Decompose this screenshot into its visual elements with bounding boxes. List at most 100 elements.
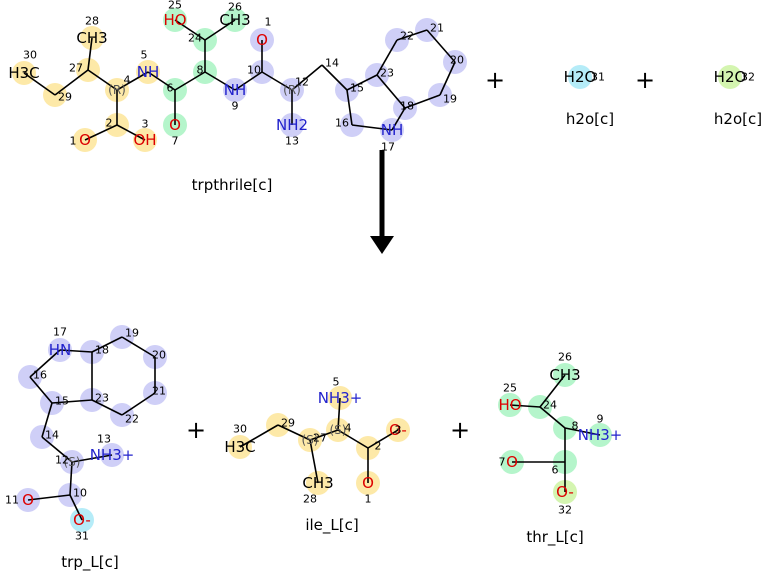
atom-number: 27 — [313, 432, 327, 445]
bond — [346, 89, 353, 126]
atom-number: 1 — [365, 493, 372, 506]
atom-number: 16 — [335, 117, 349, 130]
atom-number: 6 — [552, 464, 559, 477]
bond — [204, 71, 236, 91]
bond — [54, 69, 89, 96]
bond — [261, 71, 293, 91]
bond — [59, 349, 93, 353]
atom-label: H2O — [714, 68, 747, 86]
atom-number: 11 — [5, 494, 19, 507]
atom-number: 21 — [430, 22, 444, 35]
atom-number: 3 — [142, 118, 149, 131]
bond — [69, 461, 73, 496]
atom-number: 1 — [265, 16, 272, 29]
atom-label: NH — [137, 63, 160, 81]
atom-number: 10 — [73, 487, 87, 500]
molecule-name-trp-l: trp_L[c] — [61, 553, 118, 572]
atom-number: 22 — [125, 413, 139, 426]
bond — [87, 69, 118, 91]
bond — [391, 107, 406, 131]
bond — [174, 71, 206, 91]
atom-number: 12 — [295, 76, 309, 89]
atom-number: 30 — [23, 49, 37, 62]
atom-number: 15 — [55, 395, 69, 408]
bond — [309, 429, 339, 441]
atom-label: NH3+ — [318, 389, 363, 407]
atom-number: 5 — [141, 49, 148, 62]
atom-number: 9 — [597, 413, 604, 426]
atom-label: CH3 — [549, 366, 580, 384]
atom-number: 32 — [741, 71, 755, 84]
bond — [29, 376, 53, 404]
atom-number: 28 — [85, 15, 99, 28]
atom-number: 29 — [58, 91, 72, 104]
atom-number: 2 — [106, 117, 113, 130]
bond — [396, 29, 428, 41]
atom-number: 4 — [345, 422, 352, 435]
atom-label: O- — [73, 511, 91, 529]
reaction-arrow — [370, 150, 394, 254]
bond — [204, 19, 236, 41]
atom-label: CH3 — [76, 29, 107, 47]
atom-number: 14 — [325, 57, 339, 70]
atom-number: 25 — [503, 382, 517, 395]
bond — [351, 124, 393, 131]
atom-number: 28 — [303, 493, 317, 506]
plus-sign: + — [186, 416, 206, 444]
atom-number: 8 — [572, 420, 579, 433]
atom-number: 32 — [558, 504, 572, 517]
stereo-label: (S) — [302, 433, 319, 447]
bond — [337, 397, 341, 431]
atom-label: NH3+ — [578, 426, 623, 444]
plus-sign: + — [450, 416, 470, 444]
atom-number: 29 — [281, 417, 295, 430]
atom-number: 19 — [443, 93, 457, 106]
atom-label: HO — [163, 11, 186, 29]
molecule-name-ile-l: ile_L[c] — [305, 516, 358, 535]
atom-label: O- — [389, 421, 407, 439]
bond — [116, 71, 149, 91]
atom-label: O — [79, 131, 91, 149]
atom-number: 23 — [380, 67, 394, 80]
bond — [277, 424, 311, 441]
bond — [509, 404, 541, 408]
bond — [367, 429, 399, 449]
bond — [71, 454, 113, 463]
plus-sign: + — [635, 66, 655, 94]
bond — [29, 349, 61, 378]
atom-label: CH3 — [302, 474, 333, 492]
atom-number: 6 — [167, 82, 174, 95]
atom-number: 14 — [45, 429, 59, 442]
plus-sign: + — [485, 66, 505, 94]
atom-number: 25 — [168, 0, 182, 12]
molecule-name-h2o: h2o[c] — [566, 110, 614, 128]
atom-number: 27 — [69, 62, 83, 75]
bond — [439, 61, 456, 96]
atom-number: 7 — [499, 456, 506, 469]
atom-highlight — [568, 65, 592, 89]
atom-number: 7 — [172, 135, 179, 148]
atom-number: 20 — [450, 54, 464, 67]
atom-label: O — [506, 453, 518, 471]
atom-label: H3C — [224, 438, 255, 456]
bond — [91, 399, 123, 416]
atom-label: O — [169, 116, 181, 134]
atom-number: 31 — [75, 530, 89, 543]
atom-label: NH2 — [276, 116, 308, 134]
bond — [91, 336, 123, 353]
bonds — [23, 19, 601, 521]
atom-number: 8 — [197, 64, 204, 77]
atom-label: HN — [49, 341, 72, 359]
stereo-label: (R) — [108, 83, 126, 97]
atom-label: NH3+ — [90, 446, 135, 464]
bond — [147, 71, 176, 91]
atom-label: O — [362, 474, 374, 492]
bond — [69, 494, 83, 521]
atom-number: 17 — [53, 326, 67, 339]
atom-label: CH3 — [219, 11, 250, 29]
atom-number: 18 — [400, 100, 414, 113]
bond — [84, 124, 118, 141]
atom-label: NH — [381, 121, 404, 139]
atom-label: H3C — [8, 64, 39, 82]
